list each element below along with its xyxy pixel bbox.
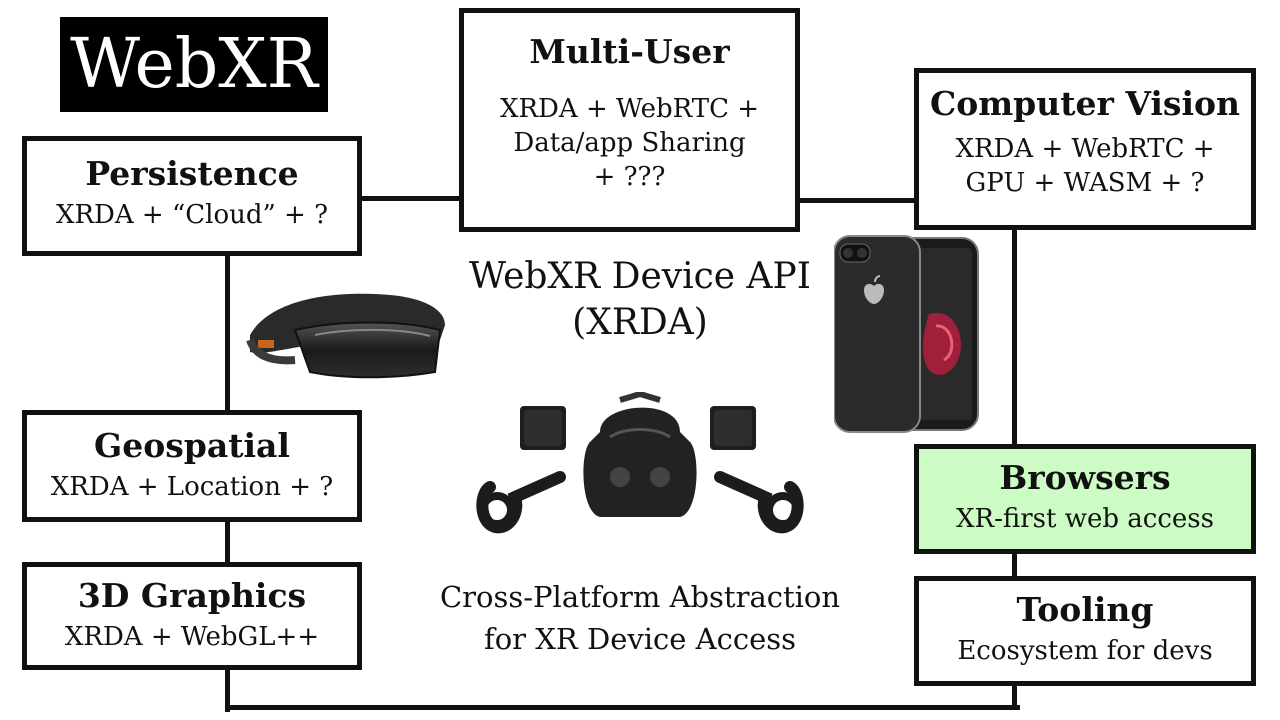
connector-line [225, 518, 230, 565]
connector-line [1012, 684, 1017, 710]
hololens-headset-icon [246, 293, 445, 379]
api-title: WebXR Device API (XRDA) [450, 254, 830, 346]
persistence-line1: XRDA + “Cloud” + ? [55, 199, 329, 230]
graphics-title: 3D Graphics [77, 576, 307, 615]
connector-line [225, 255, 230, 415]
computer-vision-line1: XRDA + WebRTC + [955, 133, 1215, 164]
multi-user-line3: + ??? [593, 161, 666, 192]
graphics-box: 3D Graphics XRDA + WebGL++ [22, 562, 362, 670]
geospatial-title: Geospatial [94, 426, 290, 465]
geospatial-line1: XRDA + Location + ? [50, 471, 334, 502]
tooling-title: Tooling [1016, 590, 1154, 629]
caption-line1: Cross-Platform Abstraction [439, 580, 841, 614]
browsers-title: Browsers [999, 458, 1171, 497]
caption: Cross-Platform Abstraction for XR Device… [400, 576, 880, 660]
browsers-box: Browsers XR-first web access [914, 444, 1256, 554]
connector-line [797, 198, 917, 203]
multi-user-line2: Data/app Sharing [513, 127, 746, 158]
connector-line [1012, 228, 1017, 448]
connector-line [1012, 550, 1017, 580]
graphics-line1: XRDA + WebGL++ [64, 621, 320, 652]
vive-vr-kit-icon [476, 392, 804, 534]
connector-line [360, 196, 462, 201]
browsers-line1: XR-first web access [956, 503, 1214, 534]
caption-line2: for XR Device Access [483, 622, 797, 656]
connector-line [225, 666, 230, 712]
persistence-title: Persistence [85, 154, 299, 193]
smartphone-icon [834, 235, 979, 433]
multi-user-box: Multi-User XRDA + WebRTC + Data/app Shar… [459, 8, 800, 232]
tooling-box: Tooling Ecosystem for devs [914, 576, 1256, 686]
connector-line [225, 705, 1020, 710]
api-title-line2: (XRDA) [572, 302, 708, 343]
tooling-line1: Ecosystem for devs [957, 635, 1213, 666]
webxr-logo: WebXR [60, 17, 328, 112]
multi-user-title: Multi-User [529, 32, 730, 71]
api-title-line1: WebXR Device API [469, 256, 811, 297]
geospatial-box: Geospatial XRDA + Location + ? [22, 410, 362, 522]
computer-vision-box: Computer Vision XRDA + WebRTC + GPU + WA… [914, 68, 1256, 230]
multi-user-line1: XRDA + WebRTC + [499, 93, 760, 124]
persistence-box: Persistence XRDA + “Cloud” + ? [22, 136, 362, 256]
computer-vision-line2: GPU + WASM + ? [965, 167, 1205, 198]
computer-vision-title: Computer Vision [929, 84, 1241, 123]
